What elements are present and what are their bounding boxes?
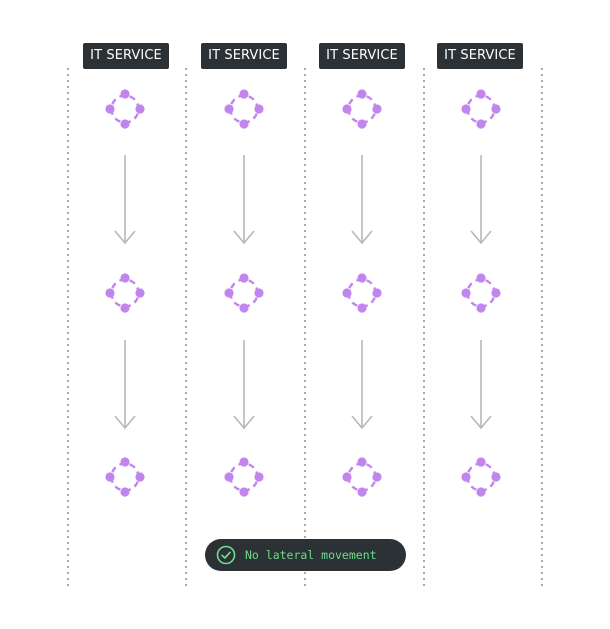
service-node-icon (342, 273, 382, 313)
status-text: No lateral movement (245, 548, 377, 562)
service-node-icon (105, 273, 145, 313)
status-badge: No lateral movement (205, 539, 406, 571)
service-nodes (105, 89, 501, 497)
service-node-icon (342, 89, 382, 129)
column-label-4: IT SERVICE (437, 43, 523, 69)
down-arrow-icon (351, 340, 373, 430)
column-label-3: IT SERVICE (319, 43, 405, 69)
service-node-icon (105, 89, 145, 129)
check-circle-icon (216, 545, 236, 565)
service-node-icon (105, 457, 145, 497)
service-node-icon (224, 457, 264, 497)
column-label-2: IT SERVICE (201, 43, 287, 69)
down-arrow-icon (470, 340, 492, 430)
down-arrow-icon (233, 155, 255, 245)
column-dividers (67, 68, 543, 590)
service-node-icon (461, 89, 501, 129)
service-node-icon (224, 273, 264, 313)
service-node-icon (461, 273, 501, 313)
down-arrow-icon (470, 155, 492, 245)
flow-arrows (114, 155, 492, 430)
down-arrow-icon (114, 340, 136, 430)
service-node-icon (224, 89, 264, 129)
column-label-1: IT SERVICE (83, 43, 169, 69)
down-arrow-icon (351, 155, 373, 245)
service-node-icon (461, 457, 501, 497)
down-arrow-icon (233, 340, 255, 430)
service-node-icon (342, 457, 382, 497)
down-arrow-icon (114, 155, 136, 245)
